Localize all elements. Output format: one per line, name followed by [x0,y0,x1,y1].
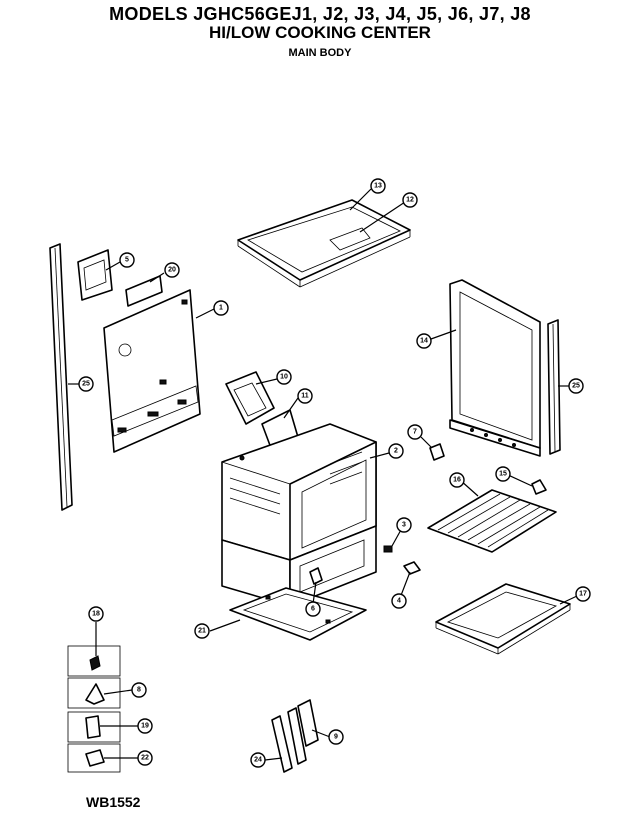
callout-9: 9 [328,729,344,745]
svg-text:12: 12 [406,197,414,204]
callout-25-left: 25 [78,376,94,392]
callout-21: 21 [194,623,210,639]
callout-7: 7 [407,424,423,440]
svg-text:10: 10 [280,374,288,381]
callout-8: 8 [131,682,147,698]
svg-text:24: 24 [254,757,262,764]
svg-text:19: 19 [141,723,149,730]
knob-7-part [429,443,445,461]
svg-text:20: 20 [168,267,176,274]
callout-2: 2 [388,443,404,459]
callout-12: 12 [402,192,418,208]
callout-17: 17 [575,586,591,602]
svg-text:3: 3 [402,522,406,529]
callout-3: 3 [396,517,412,533]
svg-text:14: 14 [420,338,428,345]
callout-5: 5 [119,252,135,268]
svg-text:16: 16 [453,477,461,484]
part-15 [531,479,547,495]
svg-text:5: 5 [125,257,129,264]
callout-14: 14 [416,333,432,349]
callout-19: 19 [137,718,153,734]
right-rail-part [547,319,561,455]
svg-text:22: 22 [141,755,149,762]
broiler-pan-part [435,583,571,655]
svg-text:9: 9 [334,734,338,741]
svg-text:8: 8 [137,687,141,694]
svg-text:18: 18 [92,611,100,618]
part-6 [309,567,323,585]
svg-text:21: 21 [198,628,206,635]
svg-text:6: 6 [311,606,315,613]
svg-text:7: 7 [413,429,417,436]
parts-box-19 [67,711,121,743]
parts-box-22 [67,743,121,773]
top-tray-part [237,199,411,288]
callout-20: 20 [164,262,180,278]
callout-18: 18 [88,606,104,622]
svg-text:25: 25 [82,381,90,388]
callout-22: 22 [137,750,153,766]
bottom-pan-part [229,587,367,641]
callout-1: 1 [213,300,229,316]
callout-4: 4 [391,593,407,609]
section-title: MAIN BODY [288,47,352,59]
callout-13: 13 [370,178,386,194]
models-title: MODELS JGHC56GEJ1, J2, J3, J4, J5, J6, J… [109,4,531,24]
callout-25-right: 25 [568,378,584,394]
back-panel-part [103,289,201,453]
screw-3-part [383,545,393,553]
callout-16: 16 [449,472,465,488]
svg-text:17: 17 [579,591,587,598]
parts-box-8 [67,677,121,709]
callout-11: 11 [297,388,313,404]
callout-24: 24 [250,752,266,768]
callout-10: 10 [276,369,292,385]
svg-text:4: 4 [397,598,401,605]
bracket-5-part [77,249,113,301]
door-frame-part [449,279,541,457]
pin-4-part [403,561,421,575]
parts-box-18 [67,645,121,677]
oven-rack-part [427,489,557,553]
oven-body-part [221,423,377,607]
diagram-code: WB1552 [86,794,141,810]
svg-text:11: 11 [301,393,309,400]
svg-text:25: 25 [572,383,580,390]
product-title: HI/LOW COOKING CENTER [209,23,431,42]
left-rail-part [49,243,73,511]
panel-20-part [125,275,163,307]
svg-text:2: 2 [394,448,398,455]
svg-text:15: 15 [499,471,507,478]
callout-15: 15 [495,466,511,482]
svg-text:13: 13 [374,183,382,190]
bracket-9-part [271,699,319,773]
svg-text:1: 1 [219,305,223,312]
callout-6: 6 [305,601,321,617]
